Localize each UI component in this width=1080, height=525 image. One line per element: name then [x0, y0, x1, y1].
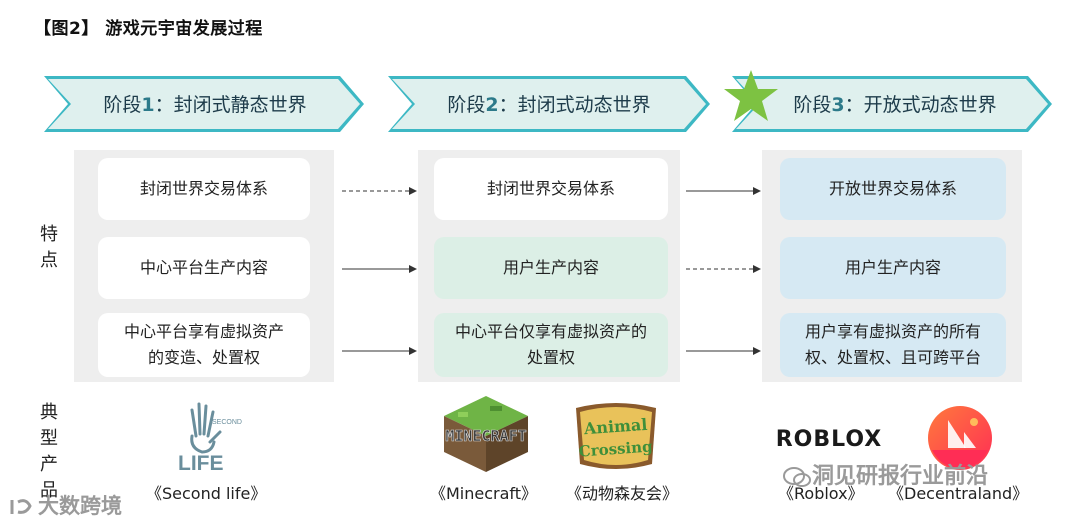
- stage-3-card-rights: 用户享有虚拟资产的所有 权、处置权、且可跨平台: [780, 313, 1006, 377]
- stage-1-prefix: 阶段: [103, 94, 142, 116]
- wechat-icon: [782, 465, 812, 489]
- row-label-products: 典 型 产 品: [40, 402, 58, 501]
- watermark-right: 洞见研报行业前沿: [782, 458, 988, 490]
- row-label-features: 特 点: [40, 224, 58, 271]
- stage-3-number: 3: [831, 94, 845, 116]
- stage-2-number: 2: [485, 94, 499, 116]
- stage-2-card-rights: 中心平台仅享有虚拟资产的 处置权: [434, 313, 668, 377]
- stage-3-card-trade: 开放世界交易体系: [780, 158, 1006, 220]
- stage-chevrons: [44, 70, 1052, 132]
- second-life-logo-top: SECOND: [212, 419, 242, 426]
- transition-arrows: [342, 187, 761, 355]
- stage-1-number: 1: [141, 94, 155, 116]
- stage-3-label: 阶段3：开放式动态世界: [760, 88, 1030, 122]
- stage-1-label: 阶段1：封闭式静态世界: [70, 88, 340, 122]
- stage-2-chevron: [388, 76, 710, 132]
- stage-3-card-content: 用户生产内容: [780, 237, 1006, 299]
- roblox-logo: ROBLOX: [766, 424, 892, 452]
- minecraft-logo-text: MINECRAFT: [445, 427, 526, 445]
- minecraft-caption: 《Minecraft》: [430, 484, 538, 503]
- stage-1-text: ：封闭式静态世界: [154, 94, 307, 116]
- second-life-logo-bottom: LIFE: [178, 452, 224, 474]
- animal-crossing-caption: 《动物森友会》: [566, 484, 679, 503]
- stage-2-label: 阶段2：封闭式动态世界: [414, 88, 684, 122]
- stage-1-card-rights: 中心平台享有虚拟资产 的变造、处置权: [98, 313, 310, 377]
- roblox-logo-text: ROBLOX: [776, 427, 883, 452]
- stage-1-chevron: [44, 76, 364, 132]
- watermark-left-icon: [8, 496, 38, 518]
- animal-crossing-line1: Animal: [582, 415, 648, 438]
- second-life-caption: 《Second life》: [146, 484, 267, 503]
- second-life-logo: SECOND LIFE: [166, 396, 246, 475]
- decentraland-caption: 《Decentraland》: [888, 484, 1029, 503]
- watermark-left-text: 大数跨境: [38, 494, 122, 518]
- animal-crossing-logo: Animal Crossing: [570, 398, 662, 474]
- stage-1-card-trade: 封闭世界交易体系: [98, 158, 310, 220]
- stage-2-text: ：封闭式动态世界: [498, 94, 651, 116]
- stage-3-prefix: 阶段: [793, 94, 832, 116]
- animal-crossing-line2: Crossing: [578, 437, 653, 460]
- minecraft-logo: MINECRAFT: [430, 394, 542, 476]
- figure-title: 【图2】 游戏元宇宙发展过程: [34, 19, 263, 39]
- decentraland-logo: [926, 404, 994, 472]
- stage-2-card-content: 用户生产内容: [434, 237, 668, 299]
- watermark-left: 大数跨境: [8, 490, 122, 520]
- stage-2-prefix: 阶段: [447, 94, 486, 116]
- stage-1-card-content: 中心平台生产内容: [98, 237, 310, 299]
- stage-3-text: ：开放式动态世界: [844, 94, 997, 116]
- stage-3-chevron: [732, 76, 1052, 132]
- star-icon: [724, 70, 778, 121]
- roblox-caption: 《Roblox》: [778, 484, 864, 503]
- stage-2-card-trade: 封闭世界交易体系: [434, 158, 668, 220]
- watermark-right-text: 洞见研报行业前沿: [812, 464, 989, 489]
